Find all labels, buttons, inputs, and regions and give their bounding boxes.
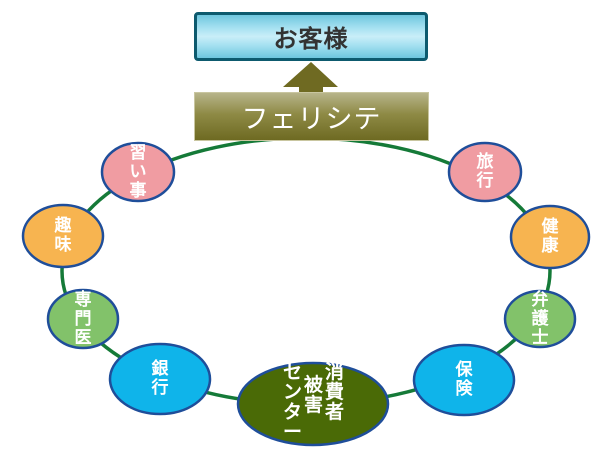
label-char: ー xyxy=(282,421,302,443)
label-char: ン xyxy=(282,381,302,403)
company-label: フェリシテ xyxy=(241,104,382,135)
node-travel xyxy=(447,141,523,203)
up-arrow-icon xyxy=(283,62,338,93)
node-hobbies xyxy=(21,203,105,269)
node-insurance xyxy=(412,343,516,417)
label-column: 被害 xyxy=(304,375,323,415)
node-lawyer xyxy=(503,289,577,349)
node-lessons xyxy=(100,141,176,203)
node-consumer-center xyxy=(236,361,390,447)
customer-box: お客様 xyxy=(194,12,428,61)
label-char: 費 xyxy=(325,381,345,403)
node-bank xyxy=(108,342,212,416)
customer-label: お客様 xyxy=(273,25,349,53)
node-specialist xyxy=(46,288,120,350)
label-char: タ xyxy=(282,401,302,423)
company-box: フェリシテ xyxy=(194,92,429,141)
label-char: セ xyxy=(282,361,302,383)
node-label-consumer-center: 消費者被害センター xyxy=(256,362,371,446)
label-char: 者 xyxy=(325,401,345,423)
node-health xyxy=(509,204,591,270)
label-column: 消費者 xyxy=(325,362,344,422)
label-char: 消 xyxy=(325,361,345,383)
label-char: 被 xyxy=(303,374,323,396)
label-column: センター xyxy=(283,362,302,442)
label-char: 害 xyxy=(303,394,323,416)
